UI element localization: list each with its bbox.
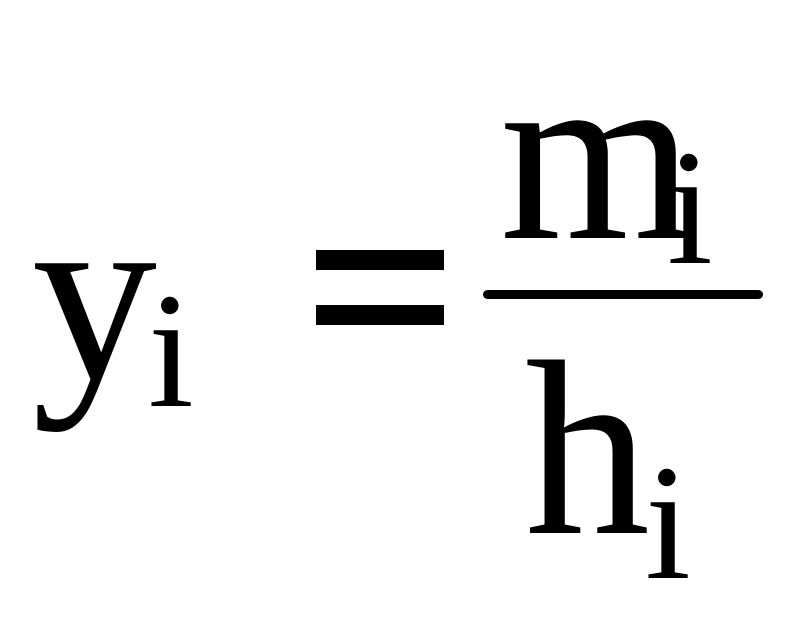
equals-bottom-bar <box>316 305 444 325</box>
lhs-subscript: i <box>148 259 194 442</box>
numerator-subscript: i <box>667 116 713 299</box>
denominator-variable: h <box>525 311 650 588</box>
equals-top-bar <box>316 250 444 270</box>
numerator-variable: m <box>500 16 695 293</box>
fraction-bar <box>483 290 763 299</box>
lhs-variable: y <box>32 156 157 433</box>
denominator-subscript: i <box>645 431 691 614</box>
